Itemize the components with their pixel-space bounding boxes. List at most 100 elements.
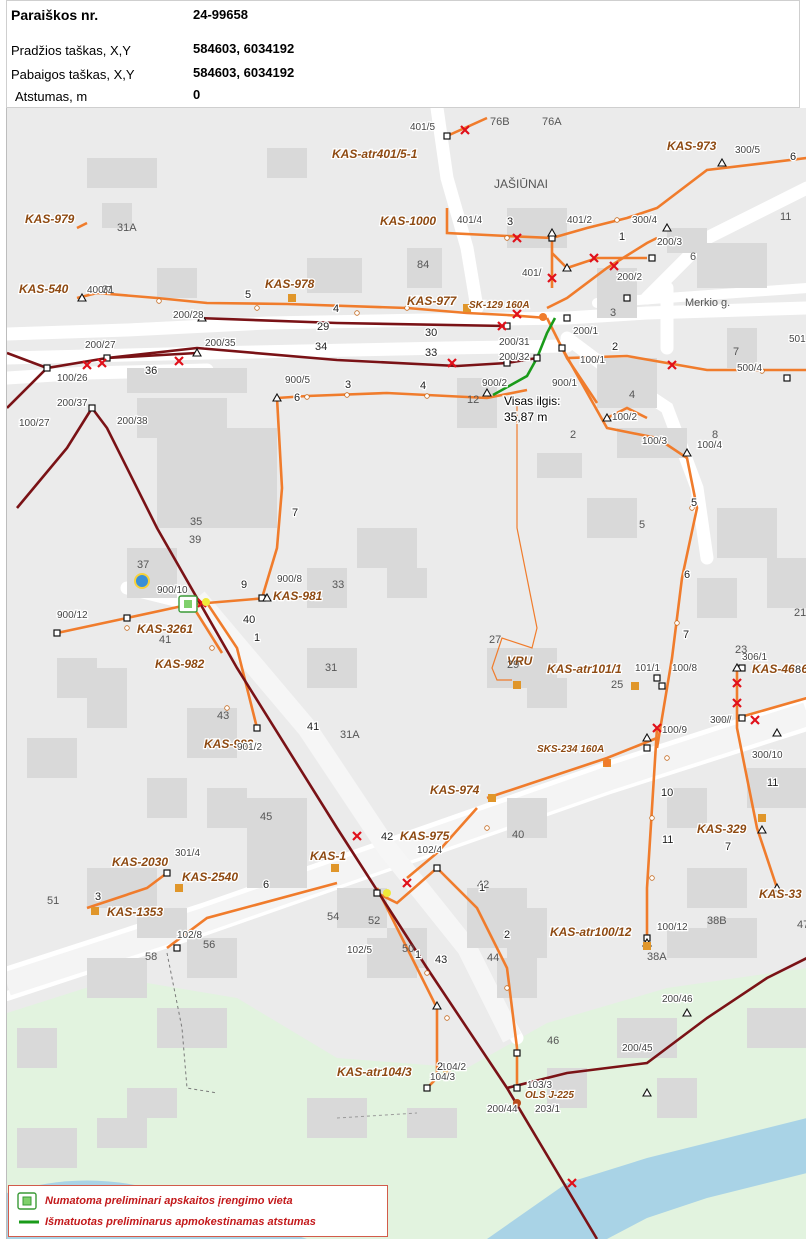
segment-number: 1 — [415, 949, 421, 961]
node-label: 901/2 — [237, 742, 262, 753]
low-voltage-line — [205, 602, 259, 729]
line-dot — [156, 298, 162, 304]
building-number: 2 — [570, 429, 576, 441]
building-number: 84 — [417, 259, 429, 271]
measure-label: Visas ilgis: — [504, 394, 560, 408]
square-node — [163, 869, 171, 877]
station-label: KAS-atr101/1 — [547, 662, 622, 676]
low-voltage-line — [606, 406, 648, 420]
building — [457, 378, 497, 428]
node-label: 102/8 — [177, 930, 202, 941]
start-label: Pradžios taškas, X,Y — [11, 43, 131, 58]
segment-number: 3 — [345, 379, 351, 391]
line-dot — [224, 705, 230, 711]
line-dot — [404, 305, 410, 311]
segment-number: 6 — [263, 879, 269, 891]
station-box — [643, 942, 651, 950]
triangle-node — [642, 1087, 652, 1097]
line-dot — [254, 305, 260, 311]
legend-measure-label: Išmatuotas preliminarus apmokestinamas a… — [45, 1216, 316, 1228]
station-label: SKS-234 160A — [537, 744, 604, 755]
river — [487, 1118, 806, 1239]
triangle-node — [262, 592, 272, 602]
line-dot — [209, 645, 215, 651]
node-label: 100/4 — [697, 440, 722, 451]
building-number: 41 — [159, 634, 171, 646]
building — [507, 208, 567, 248]
station-label: KAS-540 — [19, 282, 69, 296]
line-dot — [664, 755, 670, 761]
square-node — [513, 1049, 521, 1057]
station-label: KAS-329 — [697, 822, 747, 836]
low-voltage-line — [276, 388, 528, 400]
cross-marker — [174, 356, 184, 366]
building-number: 51 — [47, 895, 59, 907]
triangle-node — [642, 732, 652, 742]
building — [127, 1088, 177, 1118]
square-node — [123, 614, 131, 622]
cross-marker — [732, 678, 742, 688]
station-box — [331, 864, 339, 872]
node-label: 200/37 — [57, 398, 88, 409]
triangle-node — [717, 157, 727, 167]
road-main — [7, 702, 806, 996]
node-label: 401/2 — [567, 215, 592, 226]
segment-number: 10 — [661, 787, 673, 799]
station-box — [175, 884, 183, 892]
low-voltage-line — [86, 871, 168, 910]
cross-marker — [352, 831, 362, 841]
building-number: 31 — [102, 284, 114, 296]
node-label: 200/27 — [85, 340, 116, 351]
segment-number: 6 — [684, 569, 690, 581]
building — [157, 1008, 227, 1048]
station-label: KAS-974 — [430, 783, 480, 797]
building-number: 33 — [332, 579, 344, 591]
triangle-node — [732, 662, 742, 672]
measure-value: 35,87 m — [504, 410, 547, 424]
low-voltage-line — [565, 357, 599, 404]
building-number: 25 — [611, 679, 623, 691]
station-label: KAS-33 — [759, 887, 802, 901]
application-label: Paraiškos nr. — [11, 7, 99, 23]
cross-marker — [609, 261, 619, 271]
triangle-node — [77, 292, 87, 302]
building-number: 3 — [610, 307, 616, 319]
segment-number: 3 — [95, 891, 101, 903]
line-dot — [649, 875, 655, 881]
segment-number: 4 — [420, 380, 426, 392]
node-label: 100/2 — [612, 412, 637, 423]
node-label: 501 — [789, 334, 806, 345]
node-label: 104/2 — [441, 1062, 466, 1073]
node-label: 100/26 — [57, 373, 88, 384]
meter-location-icon — [178, 595, 198, 613]
node-label: 101/1 — [635, 663, 660, 674]
node-label: 400/7 — [87, 285, 112, 296]
line-dot — [504, 235, 510, 241]
segment-number: 30 — [425, 327, 437, 339]
node-label: 900/10 — [157, 585, 188, 596]
building — [597, 358, 657, 408]
low-voltage-line — [551, 252, 647, 270]
building — [687, 868, 747, 908]
station-label: KAS-973 — [667, 139, 717, 153]
node-label: 200/31 — [499, 337, 530, 348]
station-box — [463, 304, 471, 312]
square-node — [648, 254, 656, 262]
node-label: 300/ — [712, 715, 732, 726]
station-label: KAS-atr100/12 — [550, 925, 632, 939]
segment-number: 5 — [245, 289, 251, 301]
triangle-node — [772, 727, 782, 737]
location-pin-icon — [134, 573, 150, 589]
building — [157, 428, 277, 528]
building-number: 39 — [189, 534, 201, 546]
low-voltage-line — [190, 604, 224, 654]
building — [497, 958, 537, 998]
station-box — [758, 814, 766, 822]
low-voltage-line — [166, 881, 338, 950]
end-label: Pabaigos taškas, X,Y — [11, 67, 135, 82]
cross-marker — [512, 309, 522, 319]
segment-number: 1 — [619, 231, 625, 243]
station-label: KAS-2540 — [182, 870, 238, 884]
